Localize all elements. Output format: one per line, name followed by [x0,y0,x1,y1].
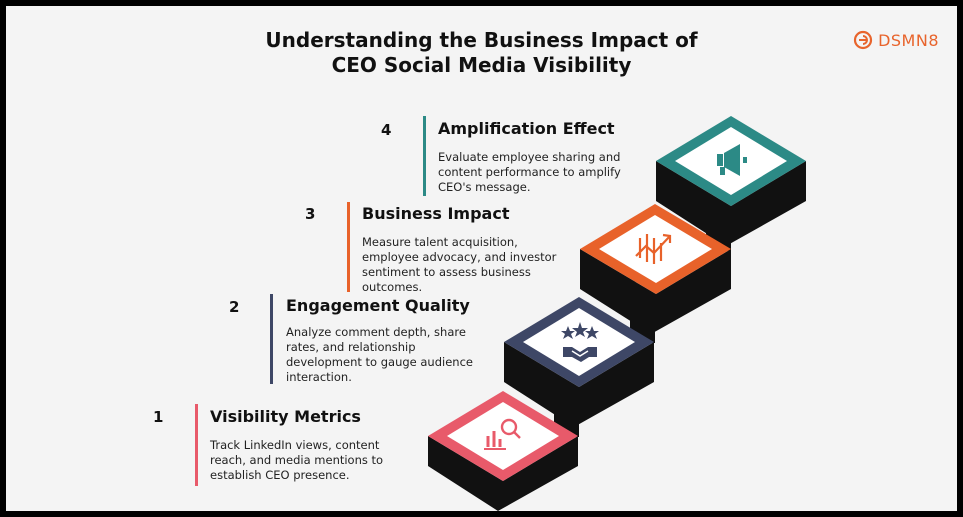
step-2-description: Analyze comment depth, share rates, and … [286,325,473,384]
step-2-title: Engagement Quality [286,296,470,315]
staircase-diagram [428,116,806,511]
step-3-block-side [580,249,731,334]
title-line-2: CEO Social Media Visibility [331,53,632,77]
step-2-platform [504,297,654,387]
step-3-bar [347,202,350,292]
stars-handshake-icon [561,322,599,362]
magnifier-chart-icon [484,418,521,450]
step-3-platform [580,204,731,294]
logo-text: DSMN8 [878,30,939,50]
megaphone-icon [717,144,747,176]
step-2-bar [270,294,273,384]
step-4-title: Amplification Effect [438,119,615,138]
step-4-bar [423,116,426,196]
step-3-title: Business Impact [362,204,510,223]
growth-chart-icon [635,233,672,264]
dsmn8-logo-icon [853,30,873,50]
step-1-description: Track LinkedIn views, content reach, and… [210,438,384,482]
step-1-block-side [428,436,578,511]
infographic-canvas: Understanding the Business Impact of CEO… [6,6,957,511]
step-4-number: 4 [381,121,392,139]
step-1-bar [195,404,198,486]
step-1-platform [428,391,578,481]
step-1-number: 1 [153,408,164,426]
step-2-number: 2 [229,298,240,316]
title-line-1: Understanding the Business Impact of [265,28,698,52]
step-2-block-side [504,342,654,427]
step-4-block-side [656,161,806,246]
step-4-description: Evaluate employee sharing and content pe… [438,150,621,194]
step-1-title: Visibility Metrics [210,407,361,426]
dsmn8-logo: DSMN8 [853,30,939,50]
step-3-number: 3 [305,205,316,223]
step-3-description: Measure talent acquisition, employee adv… [362,235,557,294]
